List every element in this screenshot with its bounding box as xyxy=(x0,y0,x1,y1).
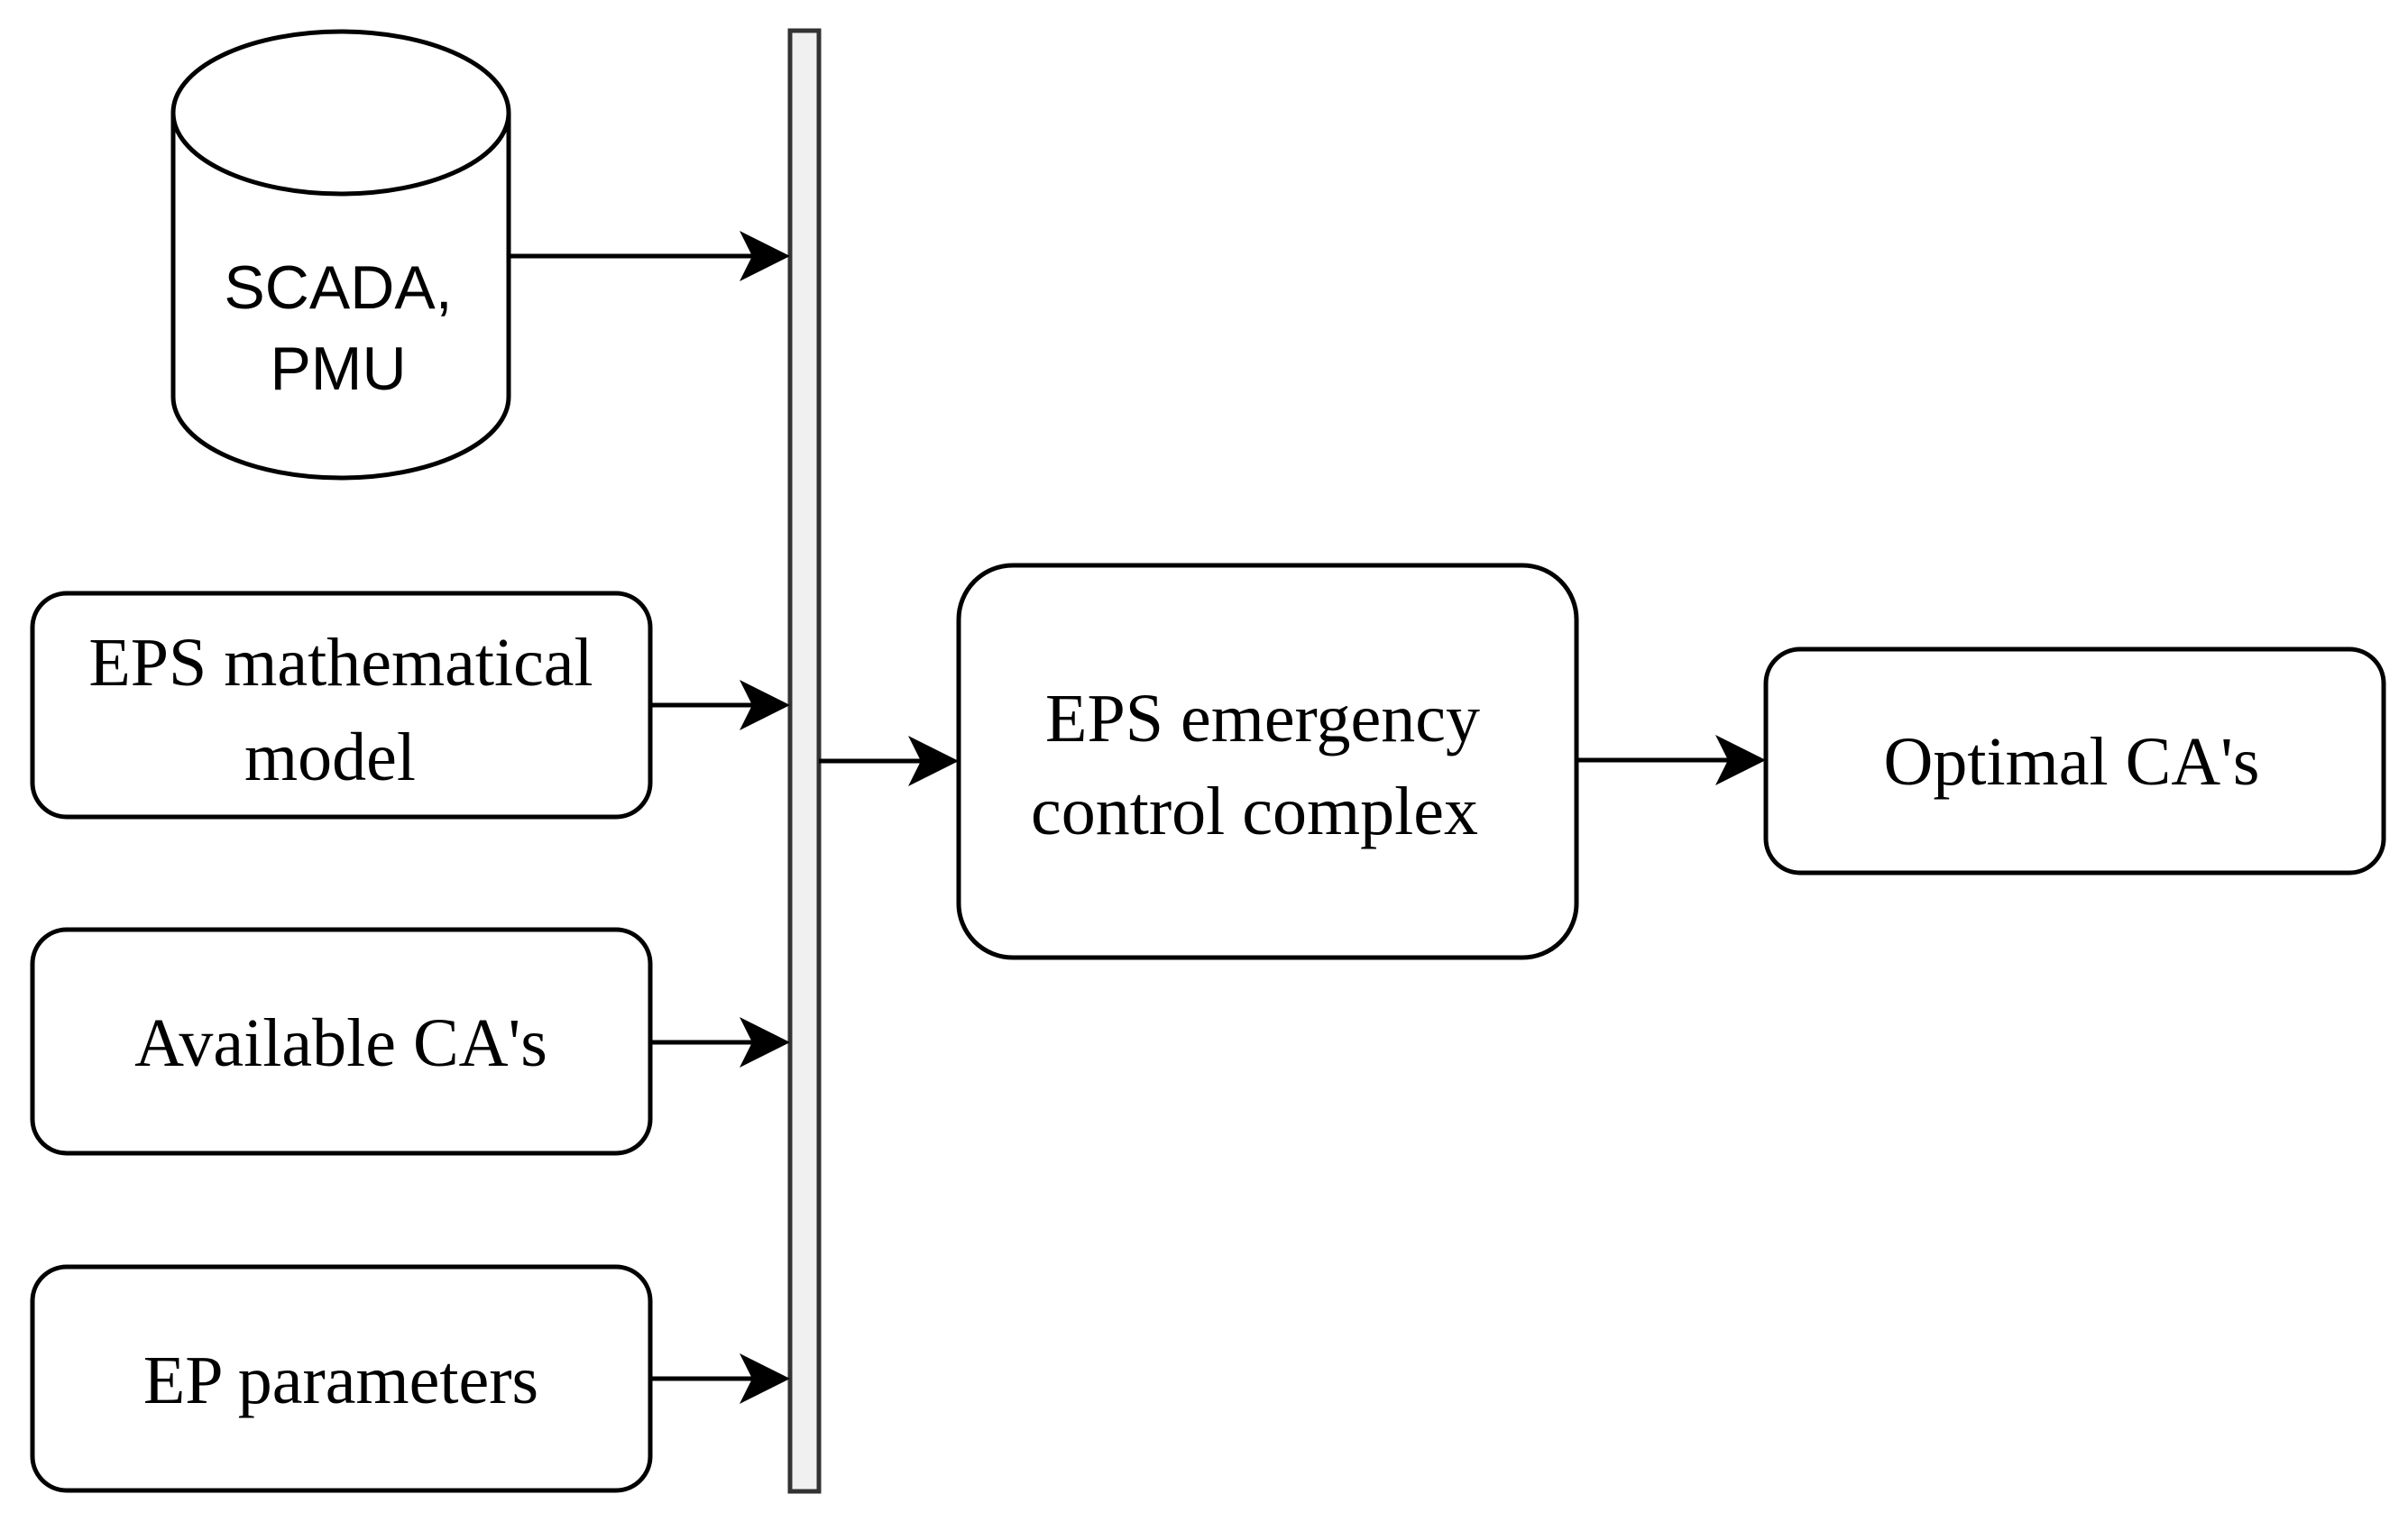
arrow-bus-to-control-complex xyxy=(819,736,959,786)
arrow-available-ca-to-bus xyxy=(650,1017,790,1068)
optimal-ca-box xyxy=(1763,646,2386,876)
control-complex-label-line-1: EPS emergency xyxy=(1045,681,1480,756)
arrow-bus-to-control-complex-head xyxy=(908,736,959,786)
node-eps-mathematical-model: EPS mathematical model xyxy=(30,591,653,820)
node-ep-parameters: EP parameters xyxy=(30,1264,653,1493)
control-complex-label-line-2: control complex xyxy=(1031,774,1478,849)
node-available-ca: Available CA's xyxy=(30,927,653,1156)
arrow-control-complex-to-optimal-ca xyxy=(1576,735,1766,785)
arrow-model-to-bus-head xyxy=(740,680,790,730)
arrow-scada-to-bus-head xyxy=(740,231,790,281)
arrow-ep-parameters-to-bus xyxy=(650,1353,790,1404)
arrow-model-to-bus xyxy=(650,680,790,730)
arrow-available-ca-to-bus-head xyxy=(740,1017,790,1068)
scada-pmu-label-line-1: SCADA, xyxy=(224,253,452,322)
ep-parameters-label: EP parameters xyxy=(143,1343,538,1418)
node-optimal-ca: Optimal CA's xyxy=(1763,646,2386,876)
arrow-control-complex-to-optimal-ca-head xyxy=(1715,735,1766,785)
control-complex-box xyxy=(956,563,1579,960)
scada-pmu-label-line-2: PMU xyxy=(270,335,406,403)
data-bus xyxy=(787,28,822,1494)
optimal-ca-label: Optimal CA's xyxy=(1884,724,2260,800)
arrow-ep-parameters-to-bus-head xyxy=(740,1353,790,1404)
available-ca-label: Available CA's xyxy=(134,1005,547,1081)
arrow-scada-to-bus xyxy=(509,231,790,281)
node-eps-emergency-control-complex: EPS emergency control complex xyxy=(956,563,1579,960)
eps-model-label-line-2: model xyxy=(244,720,416,795)
scada-pmu-cylinder-rim xyxy=(170,112,511,197)
scada-pmu-cylinder xyxy=(170,29,511,481)
node-scada-pmu: SCADA, PMU xyxy=(170,29,511,481)
eps-model-label-line-1: EPS mathematical xyxy=(88,625,593,701)
